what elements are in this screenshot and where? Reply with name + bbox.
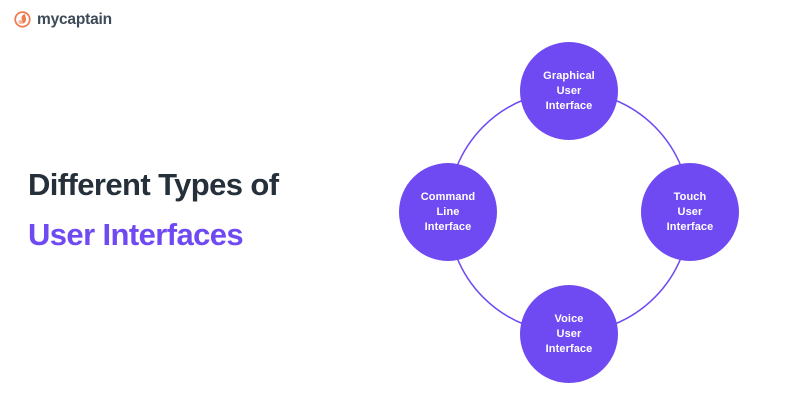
page-title: Different Types of User Interfaces bbox=[28, 160, 368, 260]
flame-swirl-icon bbox=[14, 11, 31, 28]
node-label: Command Line Interface bbox=[420, 190, 476, 233]
node-label: Graphical User Interface bbox=[543, 69, 595, 112]
headline-line-2: User Interfaces bbox=[28, 217, 244, 252]
node-touch-user-interface[interactable]: Touch User Interface bbox=[641, 163, 739, 261]
brand-name: mycaptain bbox=[37, 10, 112, 28]
ui-types-ring-diagram: Graphical User Interface Touch User Inte… bbox=[380, 20, 780, 410]
headline-line-1: Different Types of bbox=[28, 167, 279, 202]
brand-logo[interactable]: mycaptain bbox=[13, 10, 112, 29]
node-command-line-interface[interactable]: Command Line Interface bbox=[399, 163, 497, 261]
node-label: Voice User Interface bbox=[545, 312, 593, 355]
node-voice-user-interface[interactable]: Voice User Interface bbox=[520, 285, 618, 383]
node-graphical-user-interface[interactable]: Graphical User Interface bbox=[520, 42, 618, 140]
node-label: Touch User Interface bbox=[666, 190, 714, 233]
